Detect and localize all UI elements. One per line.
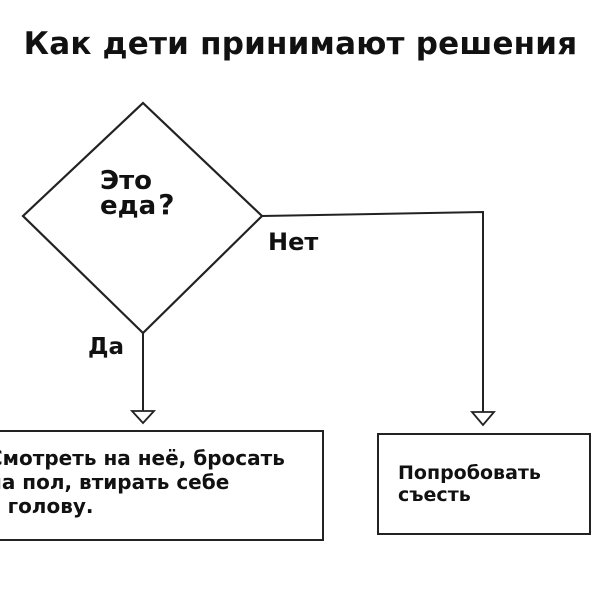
decision-question-line2: еда?: [100, 191, 174, 221]
decision-question-line1: Это: [100, 166, 153, 196]
no-outcome-box: [377, 433, 591, 535]
yes-outcome-line: Смотреть на неё, бросать: [0, 446, 285, 470]
yes-outcome-text: Смотреть на неё, бросать на пол, втирать…: [0, 446, 324, 518]
yes-branch-arrowhead: [129, 410, 157, 425]
no-branch-arrowhead: [470, 411, 496, 427]
no-outcome-text: Попробовать съесть: [398, 462, 588, 506]
no-branch-line: [261, 210, 484, 412]
page-title: Как дети принимают решения: [23, 26, 578, 62]
no-outcome-line: съесть: [398, 484, 471, 506]
yes-outcome-line: в голову.: [0, 494, 94, 518]
yes-outcome-box: [0, 430, 324, 541]
no-branch-label: Нет: [268, 228, 319, 256]
question-mark: ?: [158, 188, 175, 221]
yes-outcome-line: на пол, втирать себе: [0, 470, 230, 494]
no-outcome-line: Попробовать: [398, 462, 541, 484]
yes-branch-label: Да: [88, 334, 125, 360]
decision-word: еда: [100, 191, 157, 221]
